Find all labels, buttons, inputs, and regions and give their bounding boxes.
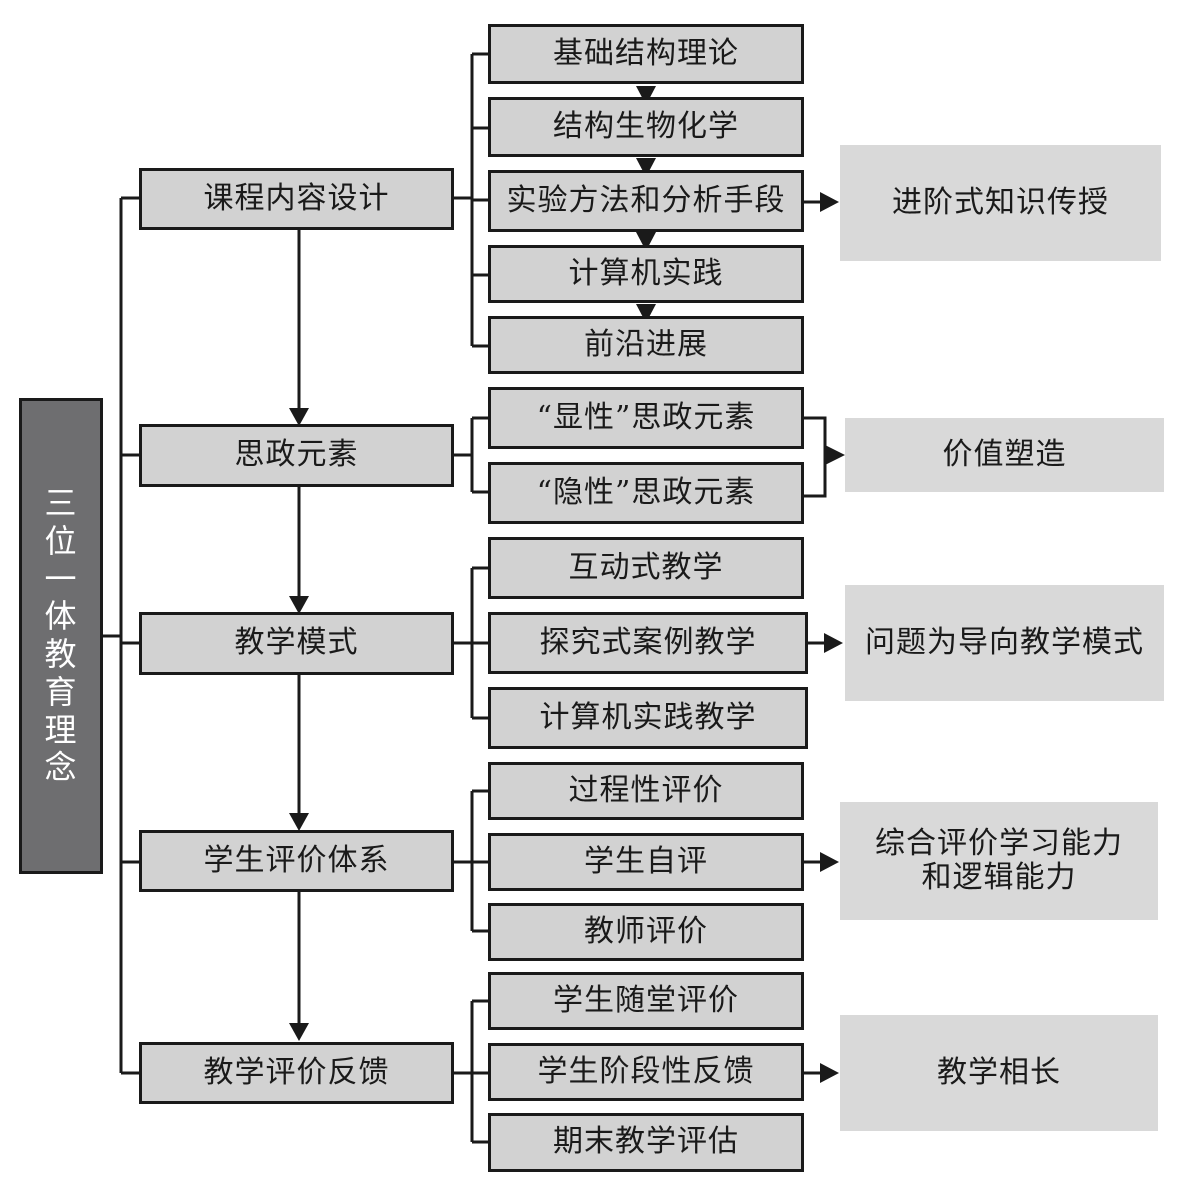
category-box-student-evaluation: 学生评价体系 <box>139 830 454 892</box>
bracket-category-4 <box>452 789 489 933</box>
root-char: 育 <box>44 672 78 711</box>
item-box: 计算机实践教学 <box>488 687 808 749</box>
outcome-box-ability: 综合评价学习能力和逻辑能力 <box>840 802 1158 920</box>
flow-arrowhead-3 <box>289 813 309 831</box>
item-box: 学生随堂评价 <box>488 972 804 1030</box>
category-box-ideology: 思政元素 <box>139 424 454 487</box>
root-char: 体 <box>44 597 78 636</box>
item-box: 计算机实践 <box>488 245 804 303</box>
bracket-category-2 <box>452 416 489 494</box>
outcome-box-mutual-growth: 教学相长 <box>840 1015 1158 1131</box>
item-box: 过程性评价 <box>488 762 804 820</box>
item-box: “显性”思政元素 <box>488 387 804 449</box>
category-flow-arrows <box>289 230 309 1041</box>
outcome-arrowhead-3 <box>824 633 843 653</box>
item-box: 实验方法和分析手段 <box>488 170 804 232</box>
item-box: 期末教学评估 <box>488 1113 804 1172</box>
flow-arrowhead-4 <box>289 1023 309 1041</box>
root-box: 三 位 一 体 教 育 理 念 <box>19 398 103 874</box>
root-connector <box>101 196 139 1075</box>
item-box: 结构生物化学 <box>488 97 804 157</box>
outcome-arrowhead-1 <box>820 192 839 212</box>
sequence-arrowhead-4 <box>636 304 656 323</box>
item-box: “隐性”思政元素 <box>488 462 804 524</box>
root-char: 教 <box>44 635 78 673</box>
sequence-arrowhead-2 <box>636 158 656 177</box>
item-box: 学生阶段性反馈 <box>488 1043 804 1101</box>
flow-arrowhead-2 <box>289 596 309 614</box>
root-char: 念 <box>44 748 78 787</box>
sequence-arrowhead-3 <box>636 232 656 251</box>
outcome-box-value: 价值塑造 <box>845 418 1164 492</box>
category-box-course-design: 课程内容设计 <box>139 168 454 230</box>
item-box: 学生自评 <box>488 833 804 891</box>
outcome-bracket-2 <box>803 416 827 498</box>
item-box: 前沿进展 <box>488 316 804 374</box>
category-box-teaching-feedback: 教学评价反馈 <box>139 1042 454 1104</box>
bracket-category-5 <box>452 999 489 1144</box>
item-box: 互动式教学 <box>488 537 804 599</box>
root-char: 三 <box>44 484 78 522</box>
root-char: 位 <box>44 521 78 560</box>
bracket-category-1 <box>452 52 489 348</box>
outcome-arrowhead-4 <box>820 852 839 872</box>
outcome-arrows <box>803 192 845 1083</box>
bracket-category-3 <box>452 566 489 720</box>
item-box: 基础结构理论 <box>488 24 804 84</box>
outcome-arrowhead-2 <box>825 445 845 465</box>
root-char: 理 <box>44 710 78 749</box>
root-char: 一 <box>44 559 78 598</box>
outcome-box-problem-oriented: 问题为导向教学模式 <box>845 585 1164 701</box>
item-box: 探究式案例教学 <box>488 612 808 674</box>
item-box: 教师评价 <box>488 903 804 961</box>
item-sequence-arrows <box>636 86 656 323</box>
category-box-teaching-mode: 教学模式 <box>139 612 454 675</box>
outcome-box-knowledge: 进阶式知识传授 <box>840 145 1161 261</box>
outcome-arrowhead-5 <box>820 1063 839 1083</box>
sequence-arrowhead-1 <box>636 86 656 105</box>
flow-arrowhead-1 <box>289 408 309 426</box>
